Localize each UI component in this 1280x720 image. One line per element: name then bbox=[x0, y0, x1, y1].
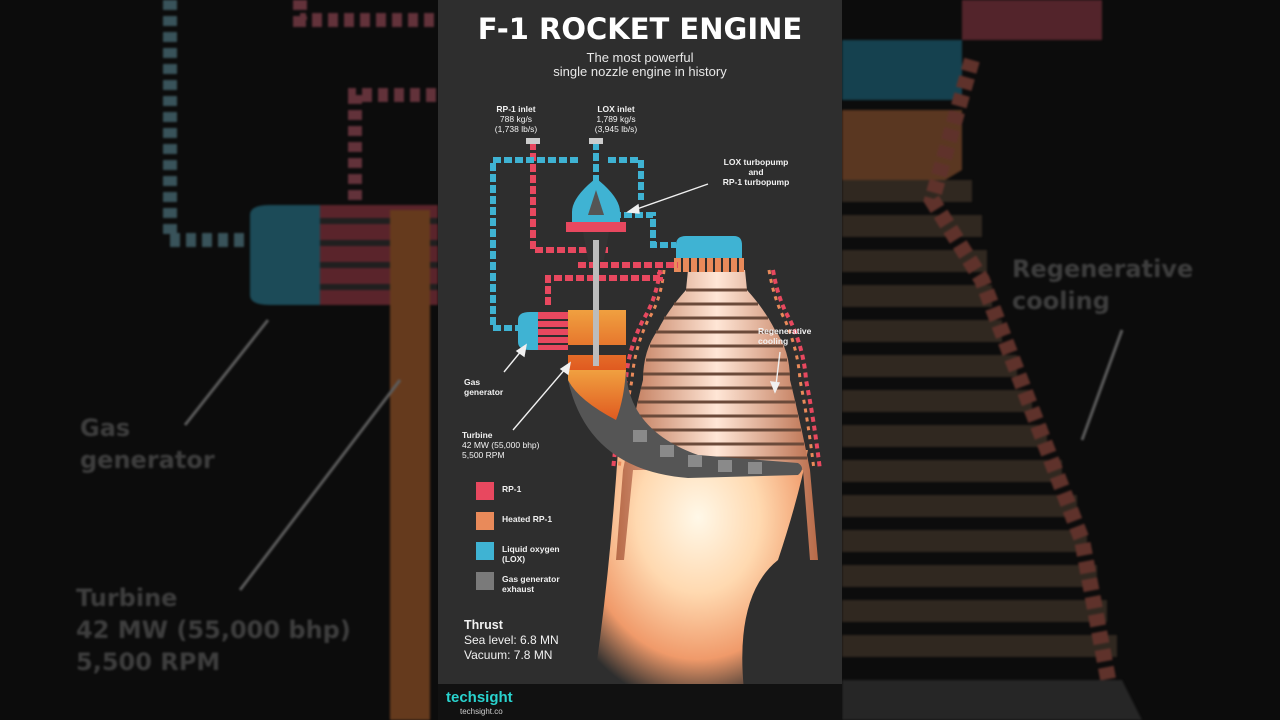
rp1-inlet-rate: 788 kg/s bbox=[499, 114, 533, 124]
legend-item-lox: Liquid oxygen (LOX) bbox=[476, 542, 676, 564]
legend-swatch-rp1 bbox=[476, 482, 494, 500]
turbopump-line-2: and bbox=[748, 167, 764, 177]
turbopump-line-3: RP-1 turbopump bbox=[722, 177, 790, 187]
background-regen-line-1: Regenerative bbox=[1012, 255, 1194, 283]
legend-label-heated-rp1: Heated RP-1 bbox=[502, 514, 553, 524]
page-subtitle: The most powerful single nozzle engine i… bbox=[438, 51, 842, 79]
regen-line-1: Regenerative bbox=[758, 326, 812, 336]
injector-plate bbox=[674, 258, 744, 272]
turbine-label: Turbine 42 MW (55,000 bhp) 5,500 RPM bbox=[462, 430, 539, 460]
background-left-blur: Gas generator Turbine 42 MW (55,000 bhp)… bbox=[0, 0, 438, 720]
background-turbine-line-2: 42 MW (55,000 bhp) bbox=[76, 616, 351, 644]
legend-item-heated-rp1: Heated RP-1 bbox=[476, 512, 676, 532]
background-regen-line-2: cooling bbox=[1012, 287, 1110, 315]
background-regen-label: Regenerative cooling bbox=[1012, 253, 1193, 317]
exhaust-plume bbox=[588, 450, 808, 720]
subtitle-line-2: single nozzle engine in history bbox=[553, 64, 727, 79]
turbopump-label: LOX turbopump and RP-1 turbopump bbox=[706, 157, 806, 187]
thrust-sea-level: Sea level: 6.8 MN bbox=[464, 633, 559, 647]
rp1-inlet-imperial: (1,738 lb/s) bbox=[494, 124, 538, 134]
legend-item-exhaust: Gas generator exhaust bbox=[476, 572, 676, 594]
lox-inlet-imperial: (3,945 lb/s) bbox=[594, 124, 638, 134]
thrust-info: Thrust Sea level: 6.8 MN Vacuum: 7.8 MN bbox=[464, 618, 559, 663]
turbopump-line-1: LOX turbopump bbox=[723, 157, 789, 167]
thrust-vacuum: Vacuum: 7.8 MN bbox=[464, 648, 553, 662]
legend-label-lox: Liquid oxygen (LOX) bbox=[502, 544, 560, 564]
lox-inlet-name: LOX inlet bbox=[597, 104, 635, 114]
page-title: F-1 ROCKET ENGINE bbox=[477, 12, 803, 46]
turbine-rpm: 5,500 RPM bbox=[462, 450, 505, 460]
gas-generator-label: Gas generator bbox=[464, 377, 503, 397]
background-left-art bbox=[163, 0, 438, 720]
rp1-inlet-name: RP-1 inlet bbox=[496, 104, 536, 114]
gasgen-line-1: Gas bbox=[464, 377, 481, 387]
legend-swatch-heated-rp1 bbox=[476, 512, 494, 530]
background-gasgen-line-1: Gas bbox=[80, 414, 131, 442]
thrust-heading: Thrust bbox=[464, 618, 503, 632]
engine-diagram bbox=[490, 138, 822, 720]
lox-dome bbox=[676, 236, 742, 258]
legend-label-rp1: RP-1 bbox=[502, 484, 522, 494]
turbine-power: 42 MW (55,000 bhp) bbox=[462, 440, 540, 450]
background-right-art bbox=[842, 0, 1142, 720]
background-gasgen-line-2: generator bbox=[80, 446, 215, 474]
regen-line-2: cooling bbox=[758, 336, 789, 346]
background-turbine-line-3: 5,500 RPM bbox=[76, 648, 221, 676]
gasgen-line-2: generator bbox=[464, 387, 504, 397]
gas-generator bbox=[518, 312, 538, 350]
legend-item-rp1: RP-1 bbox=[476, 482, 676, 502]
legend-swatch-exhaust bbox=[476, 572, 494, 590]
brand-footer: techsight techsight.co bbox=[438, 684, 842, 720]
turbine-name: Turbine bbox=[462, 430, 493, 440]
subtitle-line-1: The most powerful bbox=[586, 50, 694, 65]
exhaust-duct bbox=[568, 370, 802, 478]
background-gasgen-label: Gas generator bbox=[80, 412, 215, 476]
background-turbine-label: Turbine 42 MW (55,000 bhp) 5,500 RPM bbox=[76, 582, 351, 678]
infographic-panel: F-1 ROCKET ENGINE The most powerful sing… bbox=[438, 0, 842, 720]
lox-inlet-rate: 1,789 kg/s bbox=[596, 114, 636, 124]
lox-inlet-label: LOX inlet 1,789 kg/s (3,945 lb/s) bbox=[584, 104, 648, 134]
rp1-inlet-label: RP-1 inlet 788 kg/s (1,738 lb/s) bbox=[484, 104, 548, 134]
rp1-turbopump bbox=[566, 222, 626, 232]
legend-swatch-lox bbox=[476, 542, 494, 560]
regen-cooling-label: Regenerative cooling bbox=[758, 326, 811, 346]
background-right-blur: Regenerative cooling bbox=[842, 0, 1280, 720]
brand-url[interactable]: techsight.co bbox=[460, 707, 503, 716]
background-turbine-line-1: Turbine bbox=[76, 584, 178, 612]
brand-logo[interactable]: techsight bbox=[446, 689, 513, 706]
legend-label-exhaust: Gas generator exhaust bbox=[502, 574, 560, 594]
